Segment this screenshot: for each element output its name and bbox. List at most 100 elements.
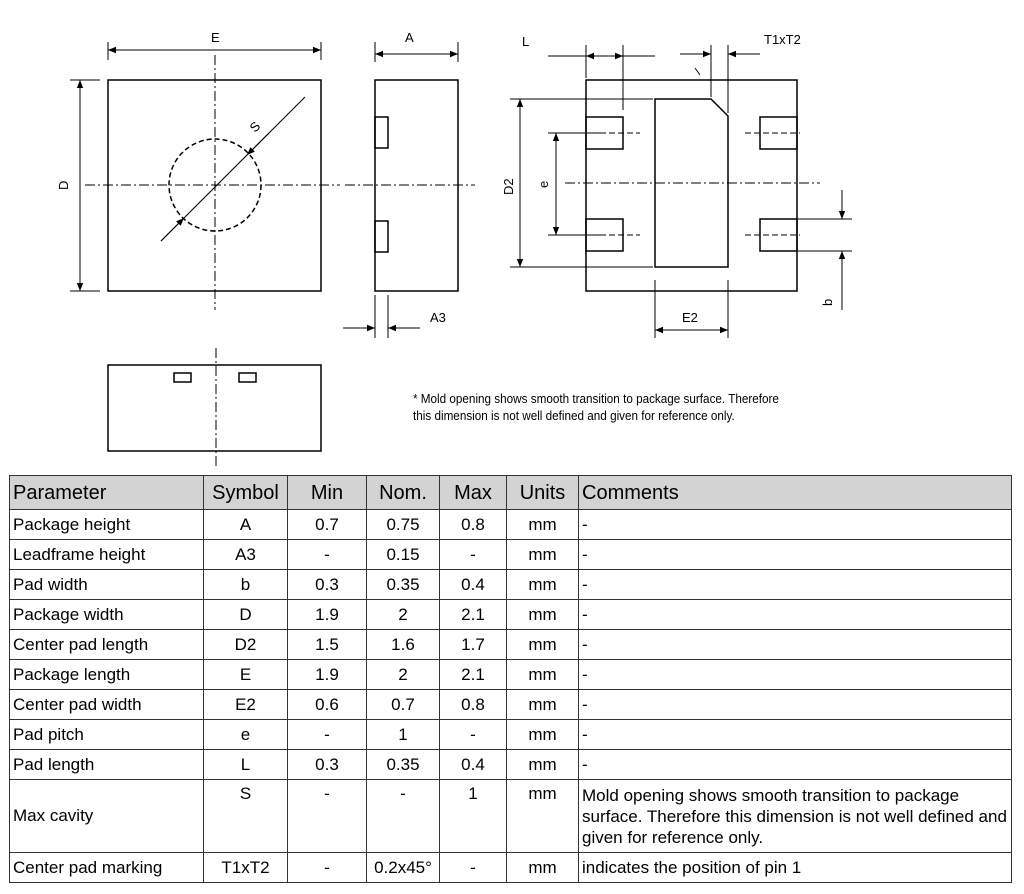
- cell-max: 0.8: [439, 689, 507, 720]
- header-nom: Nom.: [366, 475, 440, 510]
- cell-symbol: D: [203, 599, 288, 630]
- cavity-note-line2: this dimension is not well defined and g…: [413, 408, 735, 423]
- cell-min: 1.5: [287, 629, 367, 660]
- cell-symbol: L: [203, 749, 288, 780]
- table-row: Max cavity S - - 1 mm Mold opening shows…: [9, 779, 1012, 853]
- cavity-note: * Mold opening shows smooth transition t…: [413, 390, 836, 424]
- cell-parameter: Package height: [9, 509, 204, 540]
- cell-nom: 2: [366, 659, 440, 690]
- cell-units: mm: [506, 779, 579, 853]
- cell-units: mm: [506, 689, 579, 720]
- cell-units: mm: [506, 852, 579, 883]
- table-row: Pad width b 0.3 0.35 0.4 mm -: [9, 569, 1012, 600]
- cell-nom: -: [366, 779, 440, 853]
- header-parameter: Parameter: [9, 475, 204, 510]
- cell-max: 1.7: [439, 629, 507, 660]
- cell-max: 2.1: [439, 659, 507, 690]
- cell-parameter: Package width: [9, 599, 204, 630]
- cell-comments: -: [578, 689, 1012, 720]
- cell-parameter: Center pad width: [9, 689, 204, 720]
- cell-comments: -: [578, 659, 1012, 690]
- package-outline-drawing: E D S A A3: [56, 30, 852, 468]
- table-row: Pad pitch e - 1 - mm -: [9, 719, 1012, 750]
- cell-min: -: [287, 852, 367, 883]
- cell-parameter: Package length: [9, 659, 204, 690]
- dim-label-e: e: [536, 181, 551, 188]
- cell-parameter: Max cavity: [9, 779, 204, 853]
- cell-max: 1: [439, 779, 507, 853]
- cell-min: 0.7: [287, 509, 367, 540]
- cell-nom: 1: [366, 719, 440, 750]
- table-row: Center pad width E2 0.6 0.7 0.8 mm -: [9, 689, 1012, 720]
- dim-label-E2: E2: [682, 310, 698, 325]
- bottom-view: [510, 45, 852, 338]
- cell-comments: -: [578, 539, 1012, 570]
- dim-label-A: A: [405, 30, 414, 45]
- cell-units: mm: [506, 569, 579, 600]
- table-header-row: Parameter Symbol Min Nom. Max Units Comm…: [9, 475, 1012, 510]
- cell-min: -: [287, 719, 367, 750]
- cell-units: mm: [506, 509, 579, 540]
- cell-max: -: [439, 852, 507, 883]
- cell-nom: 2: [366, 599, 440, 630]
- dim-label-E: E: [211, 30, 220, 45]
- cell-comments: -: [578, 569, 1012, 600]
- cell-symbol: e: [203, 719, 288, 750]
- dim-label-D: D: [56, 181, 71, 190]
- cell-min: 0.6: [287, 689, 367, 720]
- cell-symbol: A3: [203, 539, 288, 570]
- table-row: Center pad marking T1xT2 - 0.2x45° - mm …: [9, 852, 1012, 883]
- cell-parameter: Pad pitch: [9, 719, 204, 750]
- cell-comments: indicates the position of pin 1: [578, 852, 1012, 883]
- dim-label-b: b: [820, 299, 835, 306]
- cell-comments: -: [578, 629, 1012, 660]
- header-units: Units: [506, 475, 579, 510]
- cell-comments: -: [578, 509, 1012, 540]
- cell-symbol: T1xT2: [203, 852, 288, 883]
- cell-min: -: [287, 539, 367, 570]
- cell-parameter: Pad length: [9, 749, 204, 780]
- cell-min: 0.3: [287, 749, 367, 780]
- cell-nom: 0.75: [366, 509, 440, 540]
- table-row: Package width D 1.9 2 2.1 mm -: [9, 599, 1012, 630]
- cavity-note-line1: * Mold opening shows smooth transition t…: [413, 391, 779, 406]
- front-view: [107, 348, 322, 468]
- cell-units: mm: [506, 749, 579, 780]
- dim-label-S: S: [247, 118, 264, 135]
- cell-min: 0.3: [287, 569, 367, 600]
- cell-units: mm: [506, 629, 579, 660]
- cell-parameter: Pad width: [9, 569, 204, 600]
- cell-parameter: Center pad length: [9, 629, 204, 660]
- cell-symbol: E2: [203, 689, 288, 720]
- header-max: Max: [439, 475, 507, 510]
- table-row: Package height A 0.7 0.75 0.8 mm -: [9, 509, 1012, 540]
- cell-comments: Mold opening shows smooth transition to …: [578, 779, 1012, 853]
- dim-label-L: L: [522, 34, 529, 49]
- table-row: Center pad length D2 1.5 1.6 1.7 mm -: [9, 629, 1012, 660]
- cell-max: 0.8: [439, 509, 507, 540]
- cell-symbol: S: [203, 779, 288, 853]
- cell-max: 0.4: [439, 569, 507, 600]
- cell-max: 0.4: [439, 749, 507, 780]
- cell-symbol: b: [203, 569, 288, 600]
- cell-units: mm: [506, 659, 579, 690]
- cell-nom: 1.6: [366, 629, 440, 660]
- cell-min: -: [287, 779, 367, 853]
- cell-max: -: [439, 539, 507, 570]
- header-comments: Comments: [578, 475, 1012, 510]
- table-row: Package length E 1.9 2 2.1 mm -: [9, 659, 1012, 690]
- table-row: Pad length L 0.3 0.35 0.4 mm -: [9, 749, 1012, 780]
- cell-comments: -: [578, 719, 1012, 750]
- cell-min: 1.9: [287, 599, 367, 630]
- cell-comments: -: [578, 749, 1012, 780]
- dim-label-D2: D2: [501, 178, 516, 195]
- cell-nom: 0.35: [366, 569, 440, 600]
- cell-symbol: D2: [203, 629, 288, 660]
- side-view: [343, 42, 475, 338]
- cell-units: mm: [506, 719, 579, 750]
- cell-min: 1.9: [287, 659, 367, 690]
- cell-parameter: Center pad marking: [9, 852, 204, 883]
- cell-units: mm: [506, 539, 579, 570]
- cell-units: mm: [506, 599, 579, 630]
- dimensions-table: Parameter Symbol Min Nom. Max Units Comm…: [9, 475, 1012, 883]
